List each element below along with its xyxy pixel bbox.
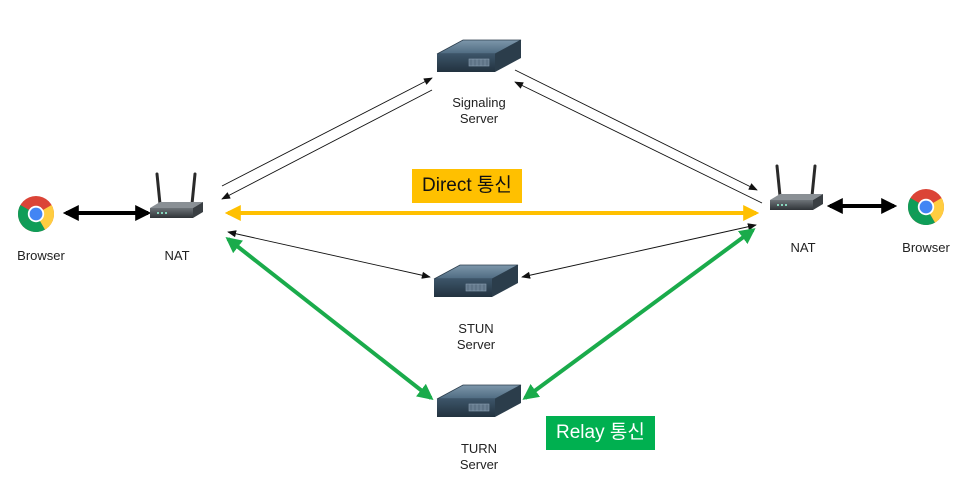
nat-right-label: NAT (790, 240, 816, 255)
arrow-nat-left-to-signaling (221, 77, 433, 187)
browser-left-label: Browser (17, 248, 65, 263)
router-icon (768, 164, 825, 212)
chrome-icon (907, 189, 944, 226)
turn-server-label: TURN Server (436, 441, 522, 473)
relay-badge: Relay 통신 (546, 416, 655, 450)
stun-label-line2: Server (456, 337, 496, 352)
arrow-nat-right-to-signaling (514, 81, 763, 204)
arrow-relay-right (522, 228, 756, 400)
server-icon (433, 264, 519, 298)
signaling-label-line1: Signaling (452, 95, 506, 110)
server-icon (436, 39, 522, 73)
browser-right-label: Browser (902, 240, 950, 255)
arrow-signaling-to-nat-left (221, 89, 433, 200)
nat-left-label: NAT (164, 248, 190, 263)
stun-server-label: STUN Server (433, 321, 519, 353)
arrow-relay-left (225, 237, 434, 400)
stun-label-line1: STUN (458, 321, 494, 336)
server-icon (436, 384, 522, 418)
arrow-stun-nat-right (521, 223, 757, 279)
signaling-arrows (221, 69, 763, 204)
arrow-nat-left-stun (227, 230, 431, 279)
turn-label-line2: Server (459, 457, 499, 472)
direct-badge: Direct 통신 (412, 169, 522, 203)
chrome-icon (17, 196, 55, 233)
relay-arrows (225, 228, 756, 400)
router-icon (148, 172, 205, 220)
turn-label-line1: TURN (460, 441, 498, 456)
signaling-label-line2: Server (459, 111, 499, 126)
signaling-server-label: Signaling Server (436, 95, 522, 127)
arrow-signaling-to-nat-right (514, 69, 758, 191)
